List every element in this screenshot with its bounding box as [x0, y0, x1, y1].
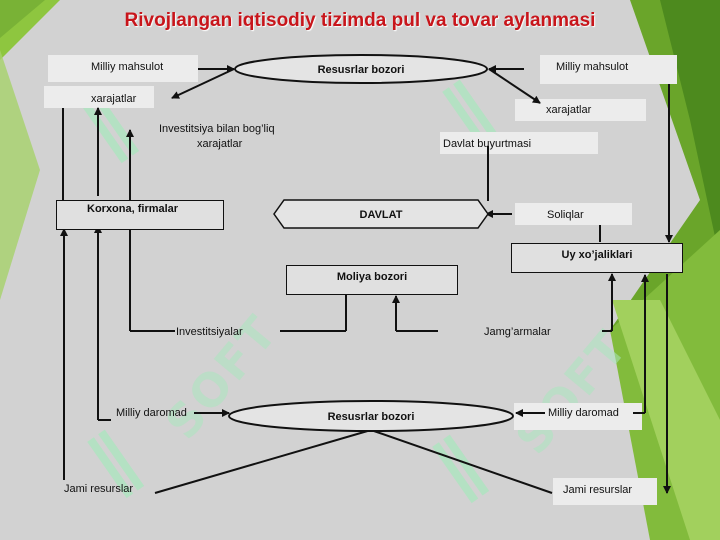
davlat-node: DAVLAT	[359, 209, 403, 221]
jami-resurslar-left-label: Jami resurslar	[64, 483, 134, 495]
label-plate	[553, 478, 657, 505]
jami-resurslar-right-label: Jami resurslar	[563, 484, 633, 496]
uy-xojaliklari-node: Uy xo’jaliklari	[511, 243, 683, 273]
xarajatlar-left-label: xarajatlar	[91, 93, 137, 105]
milliy-mahsulot-left-label: Milliy mahsulot	[91, 61, 164, 73]
xarajatlar-right-label: xarajatlar	[546, 104, 592, 116]
milliy-daromad-left-label: Milliy daromad	[116, 407, 187, 419]
label-plate	[514, 403, 642, 430]
investitsiya-label-line2: xarajatlar	[197, 138, 243, 150]
resurslar-bozori-bottom-node: Resusrlar bozori	[327, 411, 415, 423]
milliy-mahsulot-right-label: Milliy mahsulot	[556, 61, 629, 73]
investitsiyalar-label: Investitsiyalar	[176, 326, 243, 338]
label-plate	[515, 99, 646, 121]
korxona-firmalar-label: Korxona, firmalar	[87, 203, 179, 215]
slide-title: Rivojlangan iqtisodiy tizimda pul va tov…	[124, 10, 596, 31]
uy-xojaliklari-label: Uy xo’jaliklari	[561, 249, 633, 261]
resurslar-bozori-top-node: Resusrlar bozori	[317, 64, 405, 76]
label-plate	[515, 203, 632, 225]
moliya-bozori-node: Moliya bozori	[286, 265, 458, 295]
resurslar-bozori-bottom-shape	[228, 400, 514, 432]
jamgarmalar-label: Jamg’armalar	[484, 326, 551, 338]
soliqlar-label: Soliqlar	[547, 209, 584, 221]
milliy-daromad-right-label: Milliy daromad	[548, 407, 619, 419]
investitsiya-label-line1: Investitsiya bilan bog’liq	[159, 123, 275, 135]
label-plate	[44, 86, 154, 108]
label-plate	[540, 55, 677, 84]
label-plate	[440, 132, 598, 154]
davlat-buyurtmasi-label: Davlat buyurtmasi	[443, 138, 532, 150]
korxona-firmalar-node: Korxona, firmalar	[56, 200, 224, 230]
label-plate	[48, 55, 198, 82]
moliya-bozori-label: Moliya bozori	[336, 271, 408, 283]
resurslar-bozori-top-shape	[234, 54, 488, 84]
davlat-node-shape	[273, 199, 489, 229]
